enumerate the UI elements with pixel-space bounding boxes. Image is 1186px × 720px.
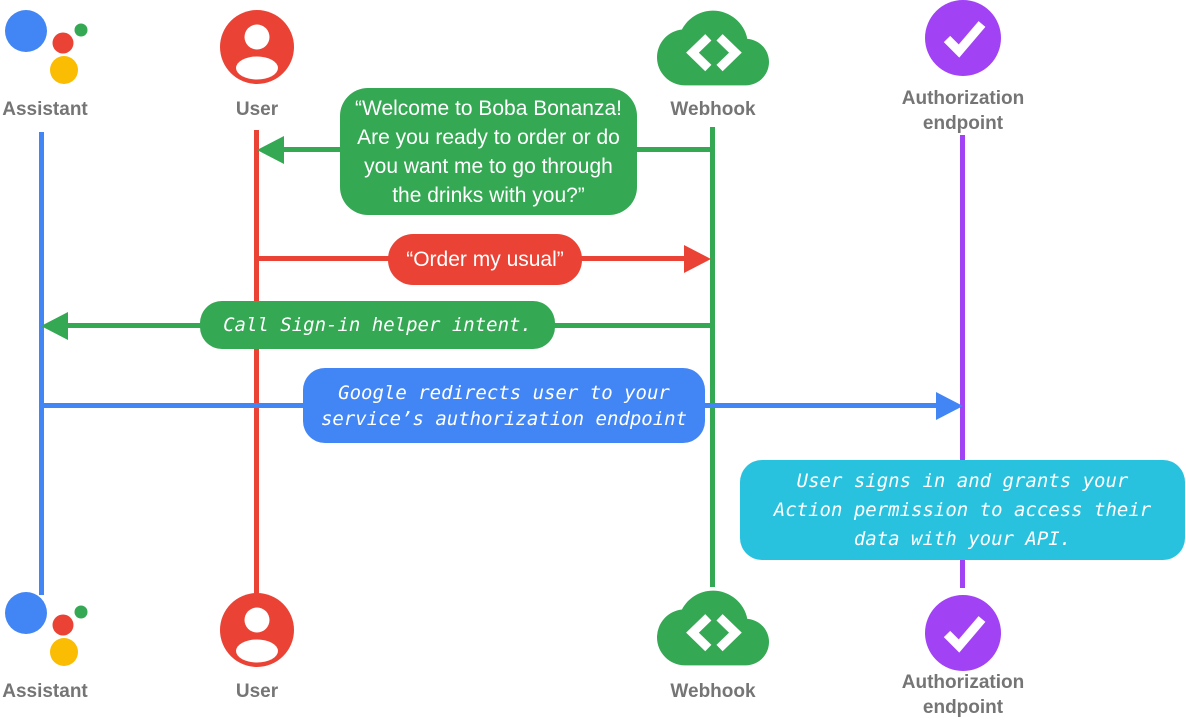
user-label-top: User <box>235 99 279 120</box>
redirect-message-bubble: Google redirects user to your service’s … <box>303 368 705 443</box>
order-arrowhead-icon <box>684 245 711 273</box>
redirect-arrowhead-icon <box>936 392 963 420</box>
user-icon-bottom <box>220 593 294 667</box>
webhook-cloud-icon-bottom <box>657 590 769 666</box>
user-lifeline <box>254 130 259 595</box>
authorization-endpoint-lifeline <box>960 135 965 588</box>
assistant-logo-icon-bottom <box>5 592 88 666</box>
authorization-check-icon <box>925 0 1001 76</box>
webhook-lifeline <box>710 127 715 587</box>
assistant-label-top: Assistant <box>2 99 88 120</box>
authorization-endpoint-label-bottom: Authorization endpoint <box>901 672 1025 718</box>
user-label-bottom: User <box>235 681 279 702</box>
webhook-cloud-icon <box>657 10 769 86</box>
user-icon <box>220 10 294 84</box>
webhook-label-bottom: Webhook <box>670 681 756 702</box>
signin-grant-note-bubble: User signs in and grants your Action per… <box>740 460 1185 560</box>
webhook-label-top: Webhook <box>670 99 756 120</box>
signin-helper-arrowhead-icon <box>41 312 68 340</box>
welcome-arrowhead-icon <box>257 136 284 164</box>
signin-helper-message-bubble: Call Sign-in helper intent. <box>200 301 555 349</box>
authorization-check-icon-bottom <box>925 595 1001 671</box>
assistant-lifeline <box>39 132 44 595</box>
authorization-endpoint-label-top: Authorization endpoint <box>901 88 1025 134</box>
order-message-bubble: “Order my usual” <box>388 234 582 285</box>
assistant-label-bottom: Assistant <box>2 681 88 702</box>
assistant-logo-icon <box>5 10 88 84</box>
welcome-message-bubble: “Welcome to Boba Bonanza! Are you ready … <box>340 88 637 215</box>
